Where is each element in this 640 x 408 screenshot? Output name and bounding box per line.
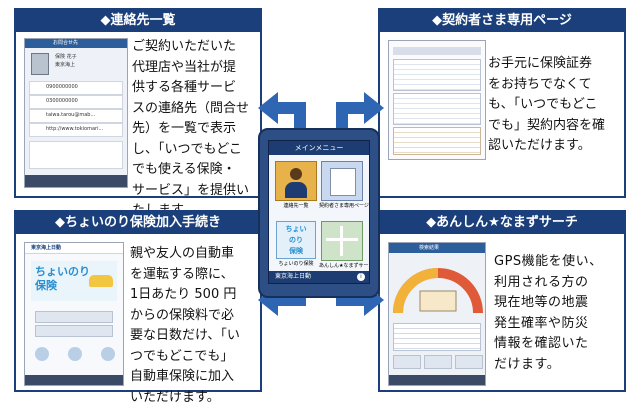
desc-line: 発生確率や防災 (494, 314, 626, 335)
info-icon: i (357, 273, 365, 281)
desc-line: 要な日数だけ、「い (130, 326, 264, 347)
desc-line: を運転する際に、 (130, 265, 264, 286)
shot-name: 保険 花子 (55, 54, 77, 61)
circle-icon (35, 347, 49, 361)
desc-line: 代理店や当社が提 (132, 58, 262, 79)
phone-footer: 東京海上日動 i (269, 271, 369, 283)
choinori-screenshot: 東京海上日動 ちょいのり 保険 (24, 242, 124, 386)
desc-line: でも」契約内容を確 (488, 116, 626, 137)
desc-line: ご契約いただいた (132, 37, 262, 58)
car-icon (89, 275, 113, 287)
logo-text: 保険 (277, 246, 315, 257)
desc-line: GPS機能を使い、 (494, 252, 626, 273)
anshin-screenshot: 検索結果 (388, 242, 486, 386)
desc-line: でも使える保険・ (132, 160, 262, 181)
contacts-panel: ◆連絡先一覧 お問合せ先 保険 花子 東京海上 0900000000 03000… (14, 8, 262, 198)
desc-line: つでもどこでも」 (130, 347, 264, 368)
contact-row: http://www.tokiomari... (29, 123, 123, 137)
phone-title: メインメニュー (269, 141, 369, 155)
desc-line: いただけます。 (130, 388, 264, 408)
shot-header: お問合せ先 (53, 40, 78, 47)
contact-row: 0300000000 (29, 95, 123, 109)
circle-icon (101, 347, 115, 361)
contact-row: taiwa.tarou@mab... (29, 109, 123, 123)
shot-header: 東京海上日動 (31, 245, 61, 252)
risk-gauge (390, 257, 486, 317)
choinori-title: ◆ちょいのり保険加入手続き (16, 212, 260, 234)
choinori-description: 親や友人の自動車 を運転する際に、 1日あたり 500 円 からの保険料で必 要… (130, 244, 264, 408)
contacts-description: ご契約いただいた 代理店や当社が提 供する各種サービ スの連絡先（問合せ 先）を… (132, 37, 262, 222)
desc-line: 先）を一覧で表示 (132, 119, 262, 140)
choinori-logo-icon: ちょい のり 保険 (276, 221, 316, 259)
contractor-description: お手元に保険証券 をお持ちでなくて も、「いつでもどこ でも」契約内容を確 認い… (488, 54, 626, 157)
anshin-description: GPS機能を使い、 利用される方の 現在地等の地震 発生確率や防災 情報を確認い… (494, 252, 626, 375)
contact-row-text: 0300000000 (46, 98, 78, 105)
contact-row: 0900000000 (29, 81, 123, 95)
desc-line: 利用される方の (494, 273, 626, 294)
desc-line: 現在地等の地震 (494, 293, 626, 314)
tile-label: あんしん★なまずサーチ (319, 261, 365, 271)
desc-line: 自動車保険に加入 (130, 367, 264, 388)
choinori-logo: ちょいのり 保険 (31, 261, 117, 301)
desc-line: し、「いつでもどこ (132, 140, 262, 161)
contact-row-text: 0900000000 (46, 84, 78, 91)
desc-line: だけます。 (494, 355, 626, 376)
desc-line: をお持ちでなくて (488, 75, 626, 96)
desc-line: 認いただけます。 (488, 136, 626, 157)
info-text (393, 323, 481, 351)
desc-line: お手元に保険証券 (488, 54, 626, 75)
desc-line: 情報を確認いた (494, 334, 626, 355)
menu-button (393, 355, 421, 369)
desc-line: からの保険料で必 (130, 306, 264, 327)
menu-button (35, 325, 113, 337)
tile-contractor: 契約者さま専用ページ (319, 161, 365, 217)
tile-anshin: あんしん★なまずサーチ (319, 221, 365, 277)
menu-button (35, 311, 113, 323)
footer-label: 東京海上日動 (275, 271, 311, 283)
contractor-screenshot (388, 40, 486, 160)
person-icon (275, 161, 317, 201)
contractor-panel: ◆契約者さま専用ページ お手元に保険証券 をお持ちでなくて も、「いつでもどこ … (378, 8, 626, 198)
contact-row-text: http://www.tokiomari... (46, 126, 103, 133)
shot-company: 東京海上 (55, 62, 75, 69)
contact-row-text: taiwa.tarou@mab... (46, 112, 95, 119)
tile-choinori: ちょい のり 保険 ちょいのり保険 (273, 221, 319, 277)
text-block (29, 141, 123, 169)
phone-main-menu: メインメニュー 連絡先一覧 契約者さま専用ページ ちょい のり 保険 ちょいのり… (258, 128, 380, 298)
logo-text: のり (277, 235, 315, 246)
desc-line: も、「いつでもどこ (488, 95, 626, 116)
desc-line: サービス」を提供い (132, 181, 262, 202)
tile-label: 連絡先一覧 (273, 201, 319, 211)
desc-line: 供する各種サービ (132, 78, 262, 99)
map-icon (321, 221, 363, 261)
avatar (31, 53, 49, 75)
document-icon (321, 161, 363, 201)
tile-label: ちょいのり保険 (273, 259, 319, 269)
desc-line: 親や友人の自動車 (130, 244, 264, 265)
logo-text: ちょい (277, 224, 315, 235)
menu-button (455, 355, 483, 369)
phone-screen: メインメニュー 連絡先一覧 契約者さま専用ページ ちょい のり 保険 ちょいのり… (268, 140, 370, 284)
circle-icon (68, 347, 82, 361)
choinori-panel: ◆ちょいのり保険加入手続き 東京海上日動 ちょいのり 保険 親や友人の自動車 を… (14, 210, 262, 392)
contacts-screenshot: お問合せ先 保険 花子 東京海上 0900000000 0300000000 t… (24, 38, 128, 188)
contractor-title: ◆契約者さま専用ページ (380, 10, 624, 32)
menu-button (424, 355, 452, 369)
anshin-title: ◆あんしん★なまずサーチ (380, 212, 624, 234)
desc-line: 1日あたり 500 円 (130, 285, 264, 306)
anshin-panel: ◆あんしん★なまずサーチ 検索結果 GPS機能を使い、 利用される方の 現在地等… (378, 210, 626, 392)
desc-line: スの連絡先（問合せ (132, 99, 262, 120)
tile-label: 契約者さま専用ページ (319, 201, 365, 211)
contacts-title: ◆連絡先一覧 (16, 10, 260, 32)
tile-contacts: 連絡先一覧 (273, 161, 319, 217)
shot-header: 検索結果 (419, 245, 439, 252)
